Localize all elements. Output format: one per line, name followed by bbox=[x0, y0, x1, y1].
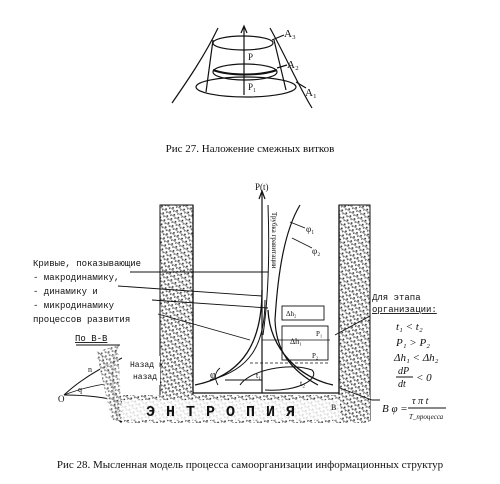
mark-dh1: Δh₁ bbox=[290, 337, 302, 346]
back-box bbox=[128, 356, 160, 385]
legend-title-1: Кривые, показывающие bbox=[33, 259, 141, 269]
entropy-label: Э Н Т Р О П И Я bbox=[146, 404, 296, 421]
stage-cond-4-den: dt bbox=[398, 379, 406, 390]
formula-den: T_процесса bbox=[409, 413, 444, 421]
cone-right-side bbox=[273, 39, 287, 91]
mark-t1: t₁ bbox=[256, 371, 261, 380]
figure27-diagram bbox=[171, 24, 313, 109]
stage-cond-2: P₁ > P₂ bbox=[395, 337, 430, 349]
entropy-band bbox=[120, 400, 340, 420]
b-section-line bbox=[339, 387, 380, 401]
cone-left-sweep bbox=[171, 27, 219, 104]
ptr-dyn bbox=[117, 285, 263, 297]
ptr-phi1 bbox=[289, 221, 306, 229]
label-a1: A₁ bbox=[305, 87, 317, 99]
section-hatch-left bbox=[96, 345, 122, 422]
formula-num: τ π t bbox=[412, 396, 429, 407]
back-label-2: назад bbox=[133, 373, 157, 382]
mark-t2: t₂ bbox=[300, 379, 305, 388]
tube-left-edge bbox=[262, 204, 270, 336]
phi-arc bbox=[215, 367, 221, 386]
mark-b: B bbox=[331, 403, 336, 412]
cone-right-sweep bbox=[269, 27, 313, 109]
dh2-box bbox=[281, 305, 325, 321]
upper-ellipse bbox=[212, 35, 274, 51]
tube-label: Трубка гравитации bbox=[270, 212, 278, 269]
mark-phi2: φ₂ bbox=[312, 246, 320, 256]
axis-arrow bbox=[240, 24, 248, 34]
formula-lhs: B φ = bbox=[382, 403, 408, 415]
dyn-curve bbox=[209, 299, 266, 381]
ptr-process bbox=[157, 313, 251, 341]
mark-o: O bbox=[58, 394, 65, 404]
stage-cond-3: Δh₁ < Δh₂ bbox=[393, 352, 439, 364]
label-p-low: P₁ bbox=[248, 82, 256, 92]
pointer-a1 bbox=[295, 81, 307, 89]
label-p-top: P bbox=[248, 52, 253, 62]
macro-curve bbox=[194, 289, 263, 386]
mark-n: n bbox=[88, 365, 92, 374]
stage-note-line1: Для этапа bbox=[372, 293, 421, 303]
fill-band bbox=[212, 69, 278, 76]
left-wall-hatch bbox=[159, 204, 194, 422]
stage-cond-4-num: dP bbox=[398, 366, 409, 377]
legend-item-micro: - микродинамику bbox=[33, 301, 115, 311]
figure28-caption: Рис 28. Мысленная модель процесса самоор… bbox=[56, 459, 444, 471]
legend-item-macro: - макродинамику, bbox=[33, 273, 119, 283]
cone-left-side bbox=[205, 39, 214, 93]
ptr-phi2 bbox=[291, 237, 313, 249]
section-label: По В-В bbox=[75, 334, 108, 344]
spiral-curve bbox=[239, 366, 315, 391]
mark-p2: P₂ bbox=[312, 352, 319, 360]
label-a3: A₃ bbox=[284, 28, 296, 40]
stage-cond-1: t₁ < t₂ bbox=[396, 321, 423, 333]
axis-pt-label: P(t) bbox=[255, 182, 269, 192]
mark-p1: P₁ bbox=[316, 330, 322, 338]
pointer-a2 bbox=[276, 64, 288, 69]
right-wall-hatch bbox=[338, 204, 371, 422]
ptr-micro bbox=[151, 299, 269, 309]
ptr-stage bbox=[334, 315, 371, 336]
lower-ellipse bbox=[195, 76, 297, 98]
legend-title-2: процессов развития bbox=[33, 315, 130, 325]
mark-q: q bbox=[78, 385, 82, 394]
stage-cond-4-rel: < 0 bbox=[416, 372, 432, 384]
middle-ellipse bbox=[212, 63, 278, 81]
tube-right-edge bbox=[274, 204, 319, 386]
mark-phi1: φ₁ bbox=[306, 224, 314, 234]
legend-item-dyn: - динамику и bbox=[33, 287, 98, 297]
figure27-caption: Рис 27. Наложение смежных витков bbox=[165, 143, 335, 155]
pointer-a3 bbox=[271, 34, 285, 41]
back-label-1: Назад к bbox=[130, 361, 164, 370]
stage-note-line2: организации: bbox=[372, 305, 437, 315]
label-a2: A₂ bbox=[287, 59, 299, 71]
pit-outline bbox=[192, 205, 340, 394]
mark-dh2: Δh₂ bbox=[286, 310, 297, 318]
figure28-diagram bbox=[63, 189, 380, 423]
axis-pt-arrow bbox=[258, 189, 266, 200]
mark-phi: φ bbox=[210, 370, 216, 381]
dh1-box bbox=[281, 325, 329, 361]
